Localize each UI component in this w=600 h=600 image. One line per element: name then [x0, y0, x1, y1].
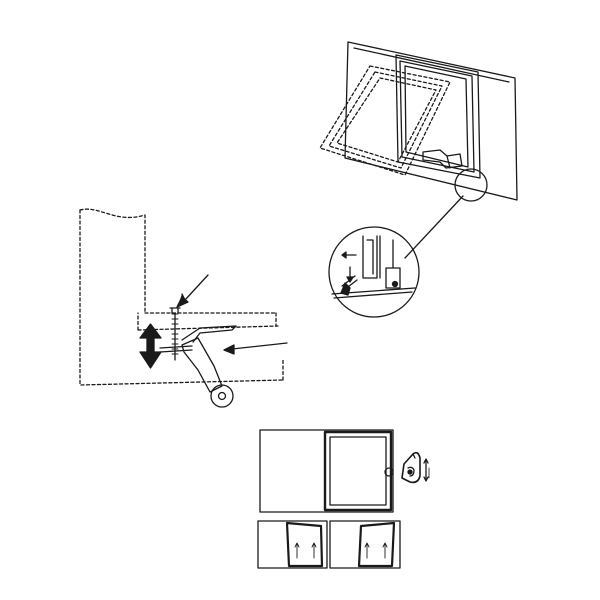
latch-point: [384, 467, 394, 477]
detail-callout-circle: [404, 168, 488, 259]
sliding-window-figure: [319, 41, 518, 259]
wheel-adjustment-figure: [79, 208, 288, 408]
window-sash: [395, 54, 481, 179]
latch-hook-icon: [401, 451, 421, 484]
tool-icon: [340, 275, 358, 296]
sash-glass: [329, 436, 387, 506]
orientation-panel-left: [257, 520, 328, 569]
sash-handle-icon: [422, 149, 463, 169]
pointer-arrow-bracket-icon: [223, 342, 288, 355]
channel-profile: [362, 235, 378, 279]
latch-detail-figure: [328, 226, 420, 318]
frame-outline-dashed: [79, 208, 284, 386]
panel-arrows-icon: [294, 542, 317, 559]
outer-panel: [259, 429, 394, 513]
panel-arrows-icon: [364, 542, 388, 559]
pointer-arrow-screw-icon: [176, 274, 209, 308]
adjustment-screw-icon: [169, 307, 181, 361]
inner-sash: [323, 430, 393, 512]
orientation-panel-right: [329, 520, 401, 569]
orientation-panels: [257, 520, 401, 569]
removed-panel-dashed: [319, 65, 451, 176]
up-down-arrow-icon: [139, 323, 162, 369]
left-arrow-icon: [341, 251, 357, 259]
latch-updown-arrow-icon: [423, 458, 430, 482]
panel-latch-figure: [259, 429, 430, 513]
detail-circle: [328, 226, 420, 318]
wheel-bracket-icon: [159, 325, 237, 408]
